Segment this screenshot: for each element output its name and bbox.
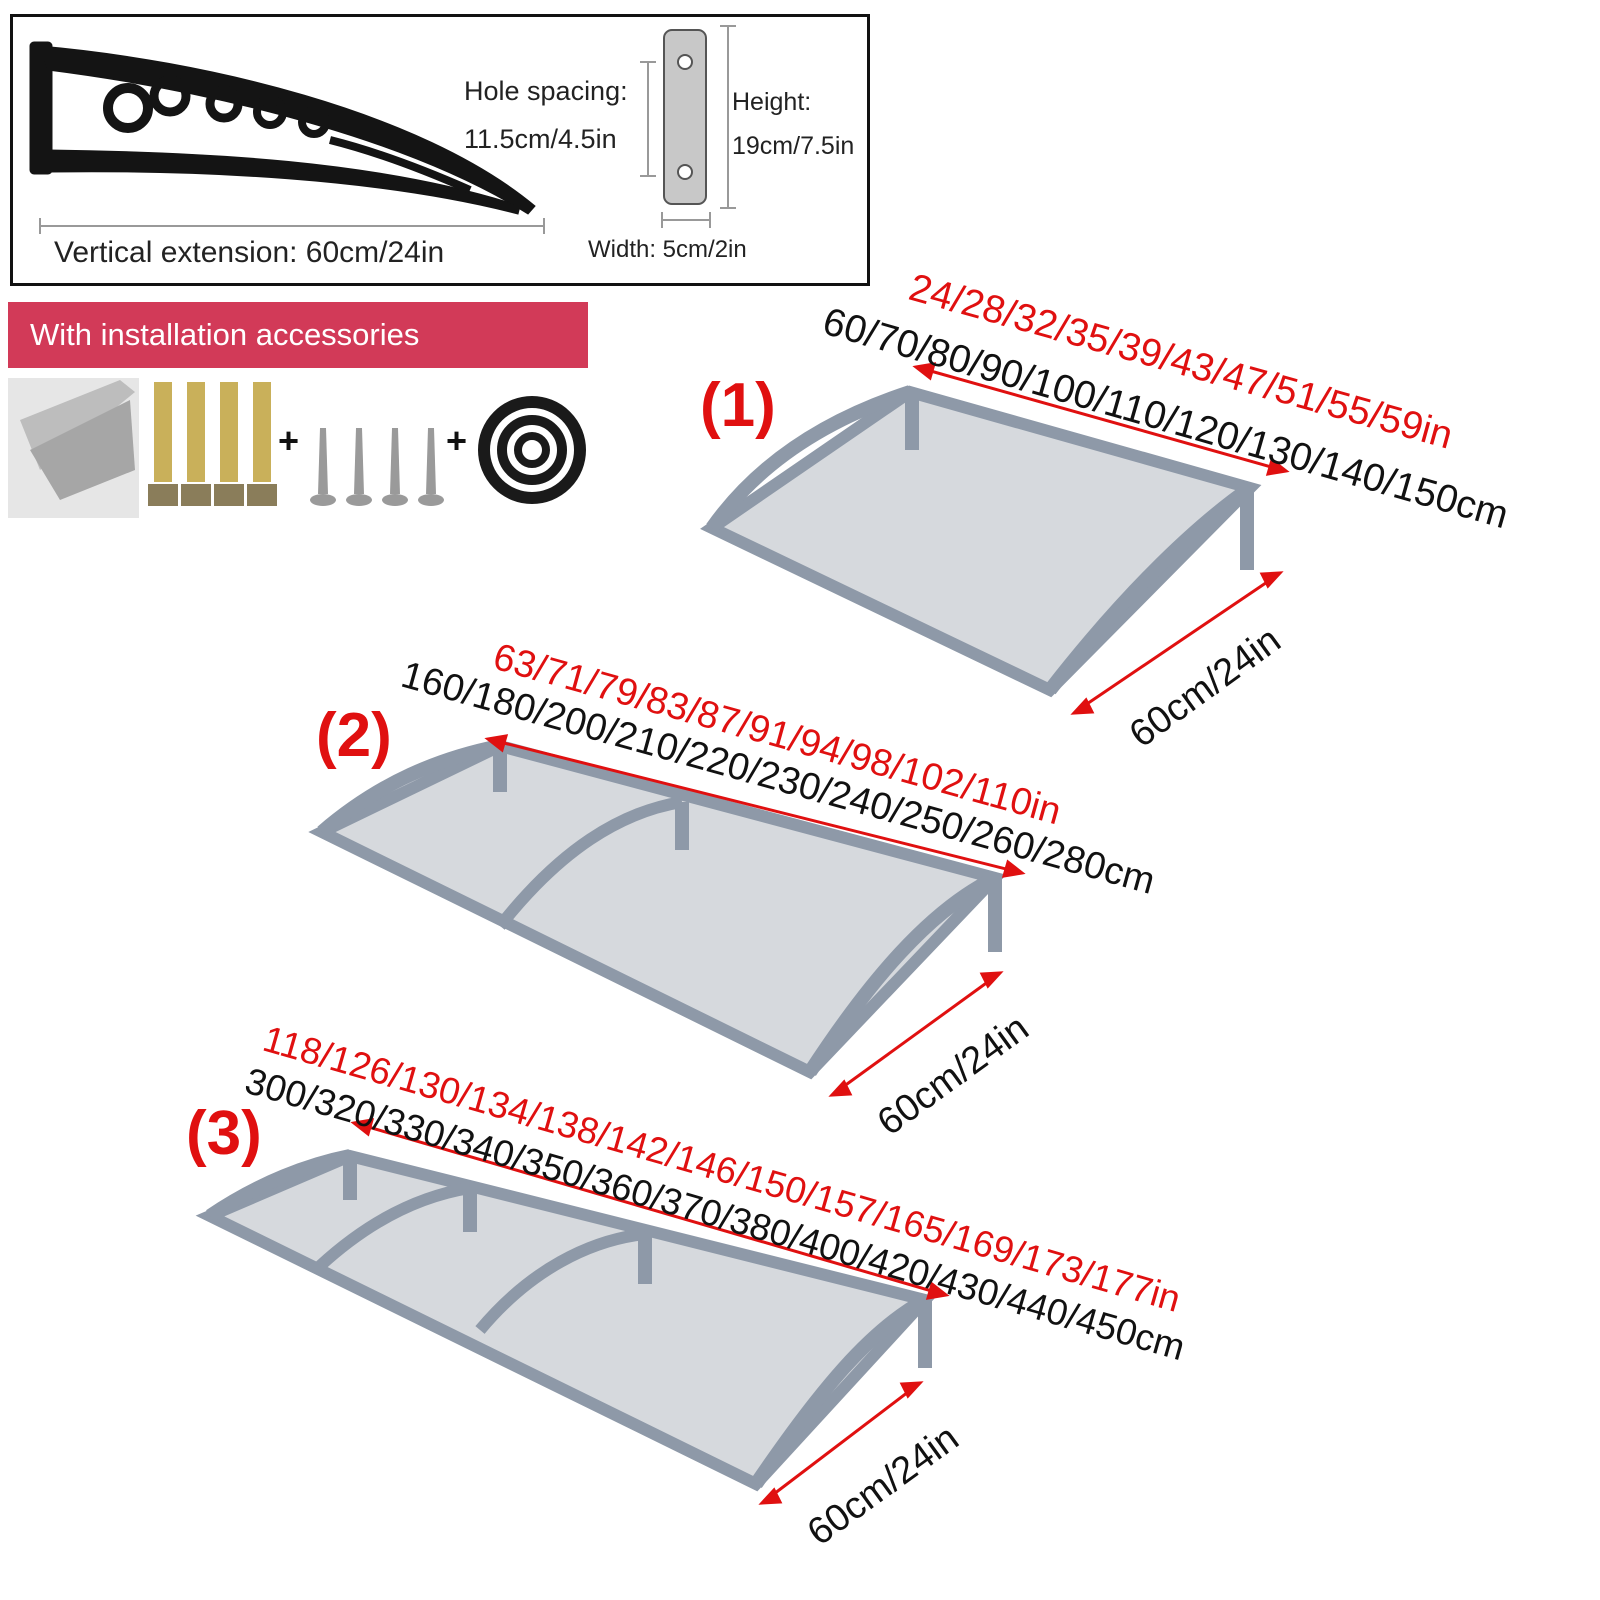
canopy-1-illustration bbox=[700, 385, 1262, 698]
extension-dimension-line bbox=[39, 218, 545, 234]
expansion-bolts-icon bbox=[148, 382, 277, 506]
screws-icon bbox=[310, 428, 444, 506]
aluminium-profile-icon bbox=[8, 378, 139, 518]
depth-arrows bbox=[758, 571, 1284, 1505]
hole-spacing-value: 11.5cm/4.5in bbox=[464, 124, 617, 154]
mounting-plate-icon bbox=[663, 29, 707, 205]
height-value: 19cm/7.5in bbox=[732, 132, 855, 160]
width-label: Width: 5cm/2in bbox=[588, 236, 747, 263]
hole-spacing-label: Hole spacing: bbox=[464, 76, 628, 106]
plus-sign-1: + bbox=[278, 420, 300, 461]
canopy-2-illustration bbox=[308, 739, 1007, 1080]
model-1-number: (1) bbox=[700, 371, 776, 440]
plate-dimension-lines bbox=[640, 25, 736, 228]
model-2-number: (2) bbox=[316, 701, 392, 770]
bracket-icon bbox=[29, 41, 536, 215]
model-3-number: (3) bbox=[186, 1099, 262, 1168]
vertical-extension-label: Vertical extension: 60cm/24in bbox=[54, 236, 445, 269]
height-label: Height: bbox=[732, 88, 812, 116]
rubber-seal-strip-icon bbox=[478, 396, 586, 504]
accessories-banner: With installation accessories bbox=[8, 302, 588, 368]
width-arrows bbox=[350, 362, 1290, 1300]
plus-sign-2: + bbox=[446, 420, 468, 461]
canopy-3-illustration bbox=[195, 1149, 937, 1492]
